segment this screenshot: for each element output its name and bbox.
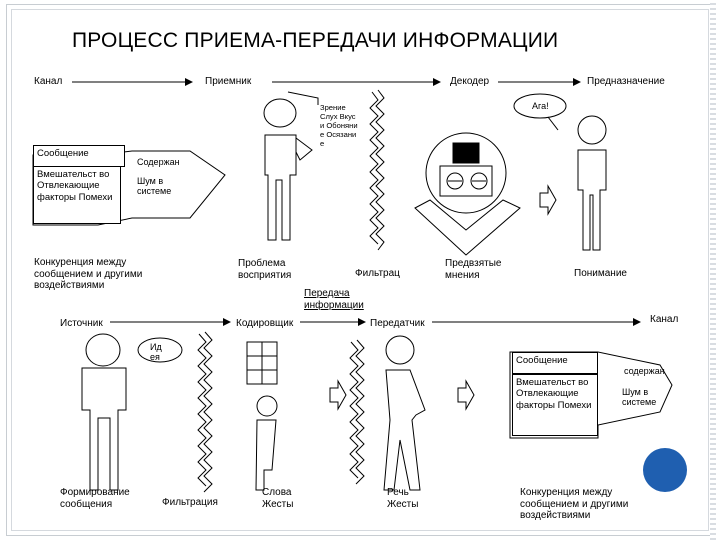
box-message-bottom: Сообщение [512,352,598,374]
accent-circle [643,448,687,492]
zigzag-bottom-1 [203,331,213,493]
box-interference-bottom: Вмешательст во Отвлекающие факторы Помех… [512,374,598,436]
slide-frame-inner [11,9,709,531]
encoder-grid [246,341,278,385]
label-speech: Речь Жесты [387,487,419,510]
box-interference-bottom-text: Вмешательст во Отвлекающие факторы Помех… [516,377,592,411]
label-content-bottom: содержан [624,366,665,376]
receiver-figure [263,98,313,241]
label-prejudice: Предвзятые мнения [445,258,502,281]
zigzag-bottom-2 [355,339,365,485]
label-noise-top: Шум в системе [137,176,172,197]
box-interference-top: Вмешательст во Отвлекающие факторы Помех… [33,166,121,224]
label-source: Источник [60,318,103,329]
decoder-figure [414,132,521,256]
label-transmitter: Передатчик [370,318,425,329]
label-senses: Зрение Слух Вкус и Обоняни е Осязани е [320,103,358,149]
label-decoder: Декодер [450,76,490,87]
label-channel-top: Канал [34,76,63,87]
box-message-top: Сообщение [33,145,125,167]
label-purpose: Предназначение [587,76,665,87]
label-channel-bottom: Канал [650,314,679,325]
label-transfer: Передача информации [304,288,364,311]
label-aha: Ага! [532,101,549,111]
slide-title: ПРОЦЕСС ПРИЕМА-ПЕРЕДАЧИ ИНФОРМАЦИИ [72,29,559,52]
source-figure [81,367,127,491]
transmitter-figure [383,335,426,491]
label-words: Слова Жесты [262,487,294,510]
box-message-top-text: Сообщение [37,148,89,159]
block-arrow-top [539,184,557,216]
label-forming: Формирование сообщения [60,487,130,510]
label-receiver: Приемник [205,76,252,87]
box-interference-top-text: Вмешательст во Отвлекающие факторы Помех… [37,169,113,203]
label-filtration: Фильтрация [162,497,218,508]
label-content-top: Содержан [137,157,180,167]
aha-bubble [513,93,567,119]
label-noise-bottom: Шум в системе [622,387,657,408]
idea-bubble [137,337,183,363]
senses-bubble [287,91,319,105]
block-arrow-bottom-1 [329,379,347,411]
label-encoder: Кодировщик [236,318,294,329]
source-head [85,333,121,367]
block-arrow-bottom-2 [457,379,475,411]
encoder-figure [255,395,278,491]
label-filter-top: Фильтрац [355,268,400,279]
zigzag-top-1 [375,89,385,251]
decorative-stripe [710,0,716,540]
label-idea: Ид ея [150,342,162,363]
label-understanding: Понимание [574,268,627,279]
label-competition-top: Конкуренция между сообщением и другими в… [34,257,143,291]
purpose-figure [577,115,607,251]
label-perception-problem: Проблема восприятия [238,258,292,281]
label-competition-bottom: Конкуренция между сообщением и другими в… [520,487,629,521]
box-message-bottom-text: Сообщение [516,355,568,366]
